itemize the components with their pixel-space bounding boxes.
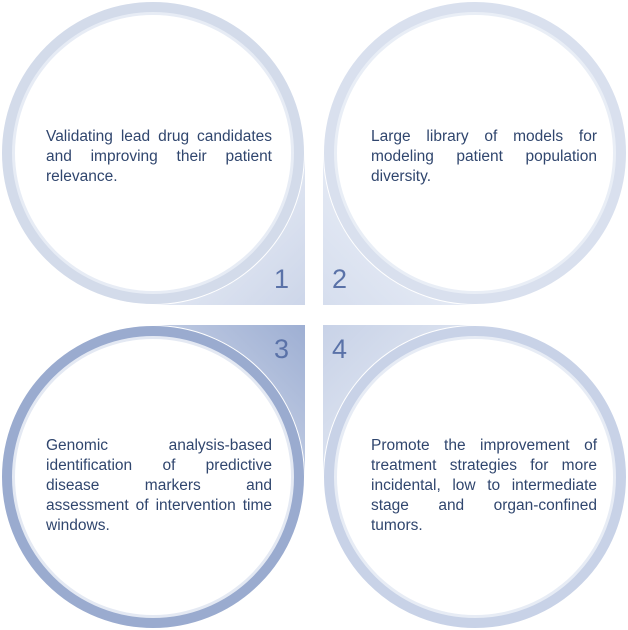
- quadrant-2-text: Large library of models for modeling pat…: [371, 128, 597, 185]
- quadrant-3: Genomic analysis-based identification of…: [1, 325, 305, 629]
- quadrant-3-shape: [2, 325, 305, 628]
- quadrant-4-shape: [323, 325, 626, 628]
- quadrant-1: Validating lead drug candidates and impr…: [1, 1, 305, 305]
- quadrant-2: Large library of models for modeling pat…: [323, 1, 627, 305]
- quadrant-1-text: Validating lead drug candidates and impr…: [46, 128, 272, 185]
- quadrant-2-number: 2: [332, 264, 348, 294]
- quadrant-1-number: 1: [274, 264, 290, 294]
- quadrant-4-text: Promote the improvement of treatment str…: [371, 437, 597, 534]
- quadrant-4: Promote the improvement of treatment str…: [323, 325, 627, 629]
- quadrant-3-text: Genomic analysis-based identification of…: [46, 437, 272, 534]
- quadrant-4-number: 4: [332, 334, 348, 364]
- quadrant-2-shape: [323, 2, 626, 305]
- quadrant-1-shape: [2, 2, 305, 305]
- quadrant-3-number: 3: [274, 334, 290, 364]
